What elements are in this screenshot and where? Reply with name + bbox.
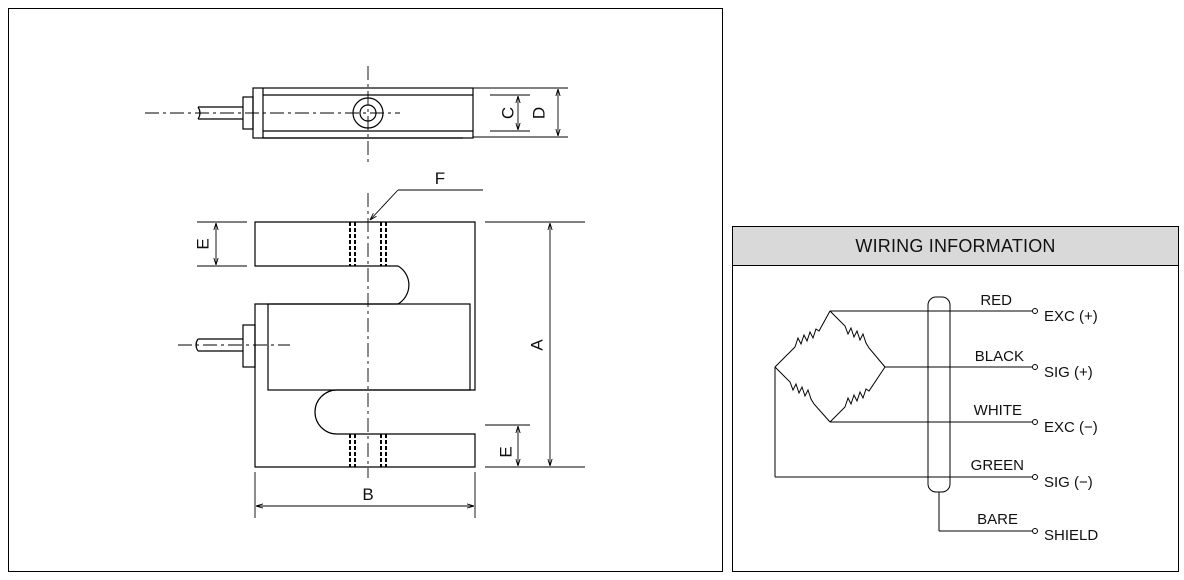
wiring-title: WIRING INFORMATION (733, 227, 1178, 266)
dimension-e-bottom-label: E (496, 446, 515, 457)
dimension-b-label: B (362, 485, 373, 504)
mechanical-drawing-panel (8, 8, 723, 572)
dimension-d-label: D (529, 107, 548, 119)
dimension-a-label: A (527, 339, 546, 351)
front-view (178, 189, 585, 518)
dimension-e-top-label: E (193, 238, 212, 249)
dimension-f-label: F (435, 169, 445, 188)
dimension-c-label: C (498, 107, 517, 119)
top-view (145, 66, 568, 165)
wiring-panel: WIRING INFORMATION (732, 226, 1179, 572)
